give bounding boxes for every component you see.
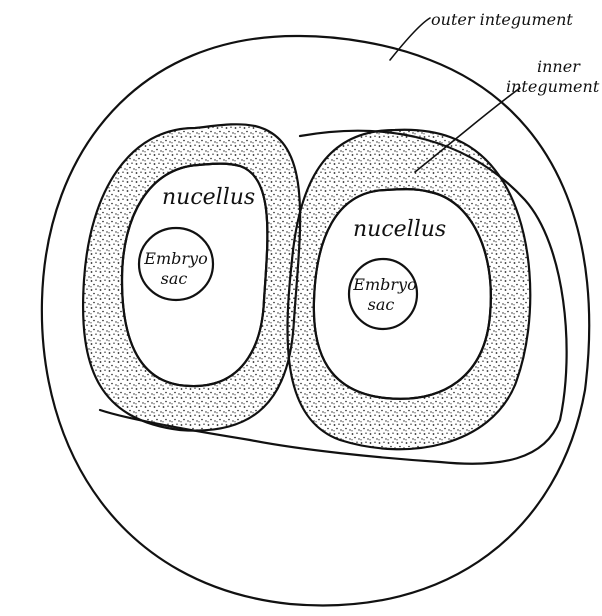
right-embryo-sac-label-line1: Embryo: [352, 275, 416, 294]
left-inner-integument: [83, 124, 300, 430]
right-nucellus-label: nucellus: [353, 217, 446, 242]
right-embryo-sac-label-line2: sac: [368, 295, 395, 314]
outer-integument-label: outer integument: [431, 10, 573, 29]
left-embryo-sac-label-line2: sac: [161, 269, 188, 288]
left-nucellus-label: nucellus: [162, 185, 255, 210]
inner-integument-label-line1: inner: [537, 57, 581, 76]
left-embryo-sac-label-line1: Embryo: [143, 249, 207, 268]
inner-integument-label-line2: integument: [506, 77, 600, 96]
right-embryo-sac-outline: [349, 259, 417, 329]
